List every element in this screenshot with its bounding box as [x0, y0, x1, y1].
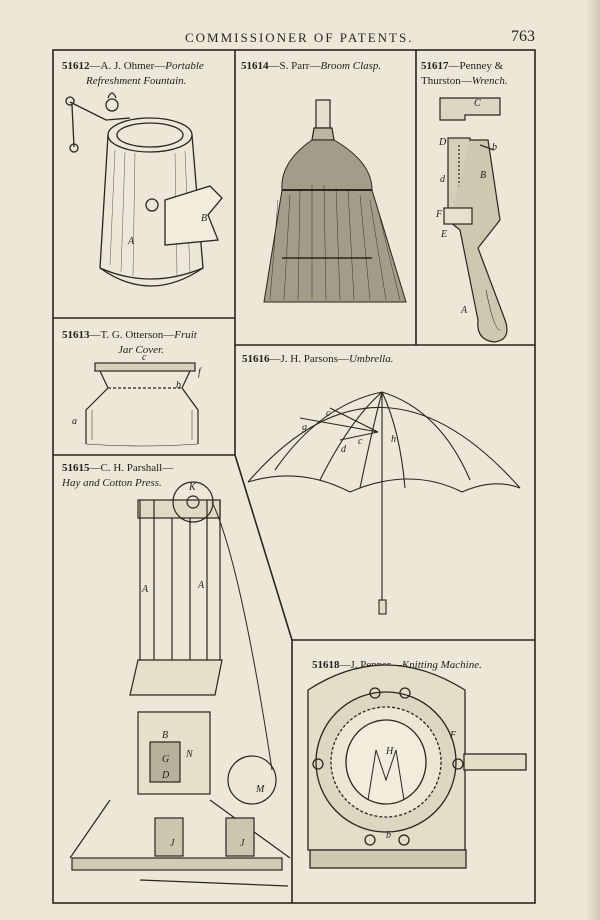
caption-51618: 51618—J. Pepper—Knitting Machine. [312, 659, 482, 671]
caption-51617: 51617—Penney & Thurston—Wrench. [421, 60, 508, 87]
wrench-label-b-small: b [492, 142, 497, 153]
press-label-b: B [162, 730, 168, 741]
fountain-label-a: A [127, 236, 135, 247]
page-edge-shadow [586, 0, 600, 920]
caption-51615: 51615—C. H. Parshall— Hay and Cotton Pre… [62, 462, 174, 489]
umbrella-label-h: h [391, 434, 396, 445]
caption-51613: 51613—T. G. Otterson—Fruit Jar Cover. [62, 329, 197, 356]
wrench-label-a: A [460, 305, 468, 316]
page-header: COMMISSIONER OF PATENTS. 763 [0, 28, 600, 50]
press-label-a-right: A [197, 580, 205, 591]
umbrella-drawing [247, 391, 521, 615]
jar-label-f: f [198, 367, 202, 378]
press-label-j-left: J [170, 838, 175, 849]
wrench-label-b: B [480, 170, 486, 181]
wrench-label-f: F [435, 209, 443, 220]
wrench-label-e: E [440, 229, 447, 240]
wrench-label-c: C [474, 98, 481, 109]
fountain-label-b: B [201, 213, 207, 224]
knitting-label-b: b [386, 830, 391, 841]
knitting-label-h: H [385, 746, 394, 757]
umbrella-label-d: d [341, 444, 347, 455]
caption-51612: 51612—A. J. Ohmer—Portable Refreshment F… [62, 60, 204, 87]
press-label-k: K [188, 482, 197, 493]
broom-drawing [263, 99, 407, 303]
jar-label-c: c [142, 352, 147, 363]
caption-51616: 51616—J. H. Parsons—Umbrella. [242, 353, 394, 365]
jar-drawing [85, 362, 199, 447]
fountain-drawing [65, 92, 223, 287]
jar-label-b: b [176, 380, 181, 391]
page-number: 763 [511, 28, 535, 45]
press-label-d: D [161, 770, 170, 781]
knitting-drawing [307, 664, 527, 869]
press-drawing [69, 481, 291, 887]
press-label-j-right: J [240, 838, 245, 849]
press-label-a-left: A [141, 584, 149, 595]
umbrella-label-g: g [302, 422, 307, 433]
wrench-label-d-small: d [440, 174, 446, 185]
caption-51614: 51614—S. Parr—Broom Clasp. [241, 60, 382, 72]
umbrella-label-c2: c [358, 436, 363, 447]
jar-label-a: a [72, 416, 77, 427]
wrench-label-d: D [438, 137, 447, 148]
press-label-n: N [185, 749, 194, 760]
umbrella-label-c: c [326, 408, 331, 419]
knitting-label-f: F [449, 730, 457, 741]
wrench-drawing [439, 97, 508, 343]
header-title: COMMISSIONER OF PATENTS. [185, 30, 414, 45]
press-label-m: M [255, 784, 265, 795]
press-label-g: G [162, 754, 169, 765]
